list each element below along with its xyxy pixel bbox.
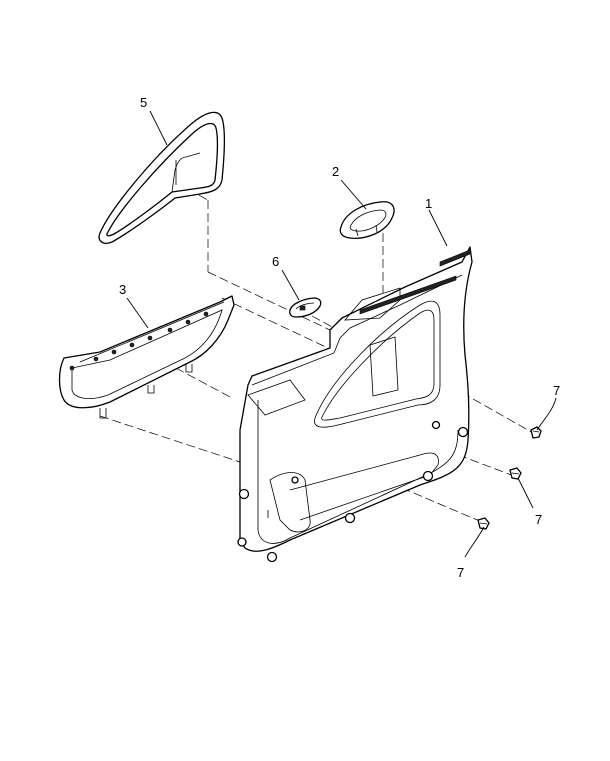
clip-upper	[530, 426, 542, 439]
door-switch	[289, 297, 322, 318]
clip-lower	[477, 517, 490, 530]
callout-6: 6	[272, 254, 279, 269]
callout-labels: 1 2 3 5 6 7 7 7	[119, 95, 560, 580]
callout-1: 1	[425, 196, 432, 211]
armrest-trim	[58, 295, 235, 419]
window-frame-trim	[98, 111, 225, 244]
callout-3: 3	[119, 282, 126, 297]
callout-7-upper: 7	[553, 383, 560, 398]
panel-fastener-bosses	[237, 420, 469, 563]
door-trim-panel	[237, 246, 473, 563]
callout-7-middle: 7	[535, 512, 542, 527]
leader-lines	[126, 110, 557, 558]
callout-5: 5	[140, 95, 147, 110]
callout-2: 2	[332, 164, 339, 179]
armrest-clips	[69, 311, 209, 419]
window-switch-bezel	[339, 201, 395, 239]
callout-7-lower: 7	[457, 565, 464, 580]
clip-middle	[509, 467, 522, 480]
